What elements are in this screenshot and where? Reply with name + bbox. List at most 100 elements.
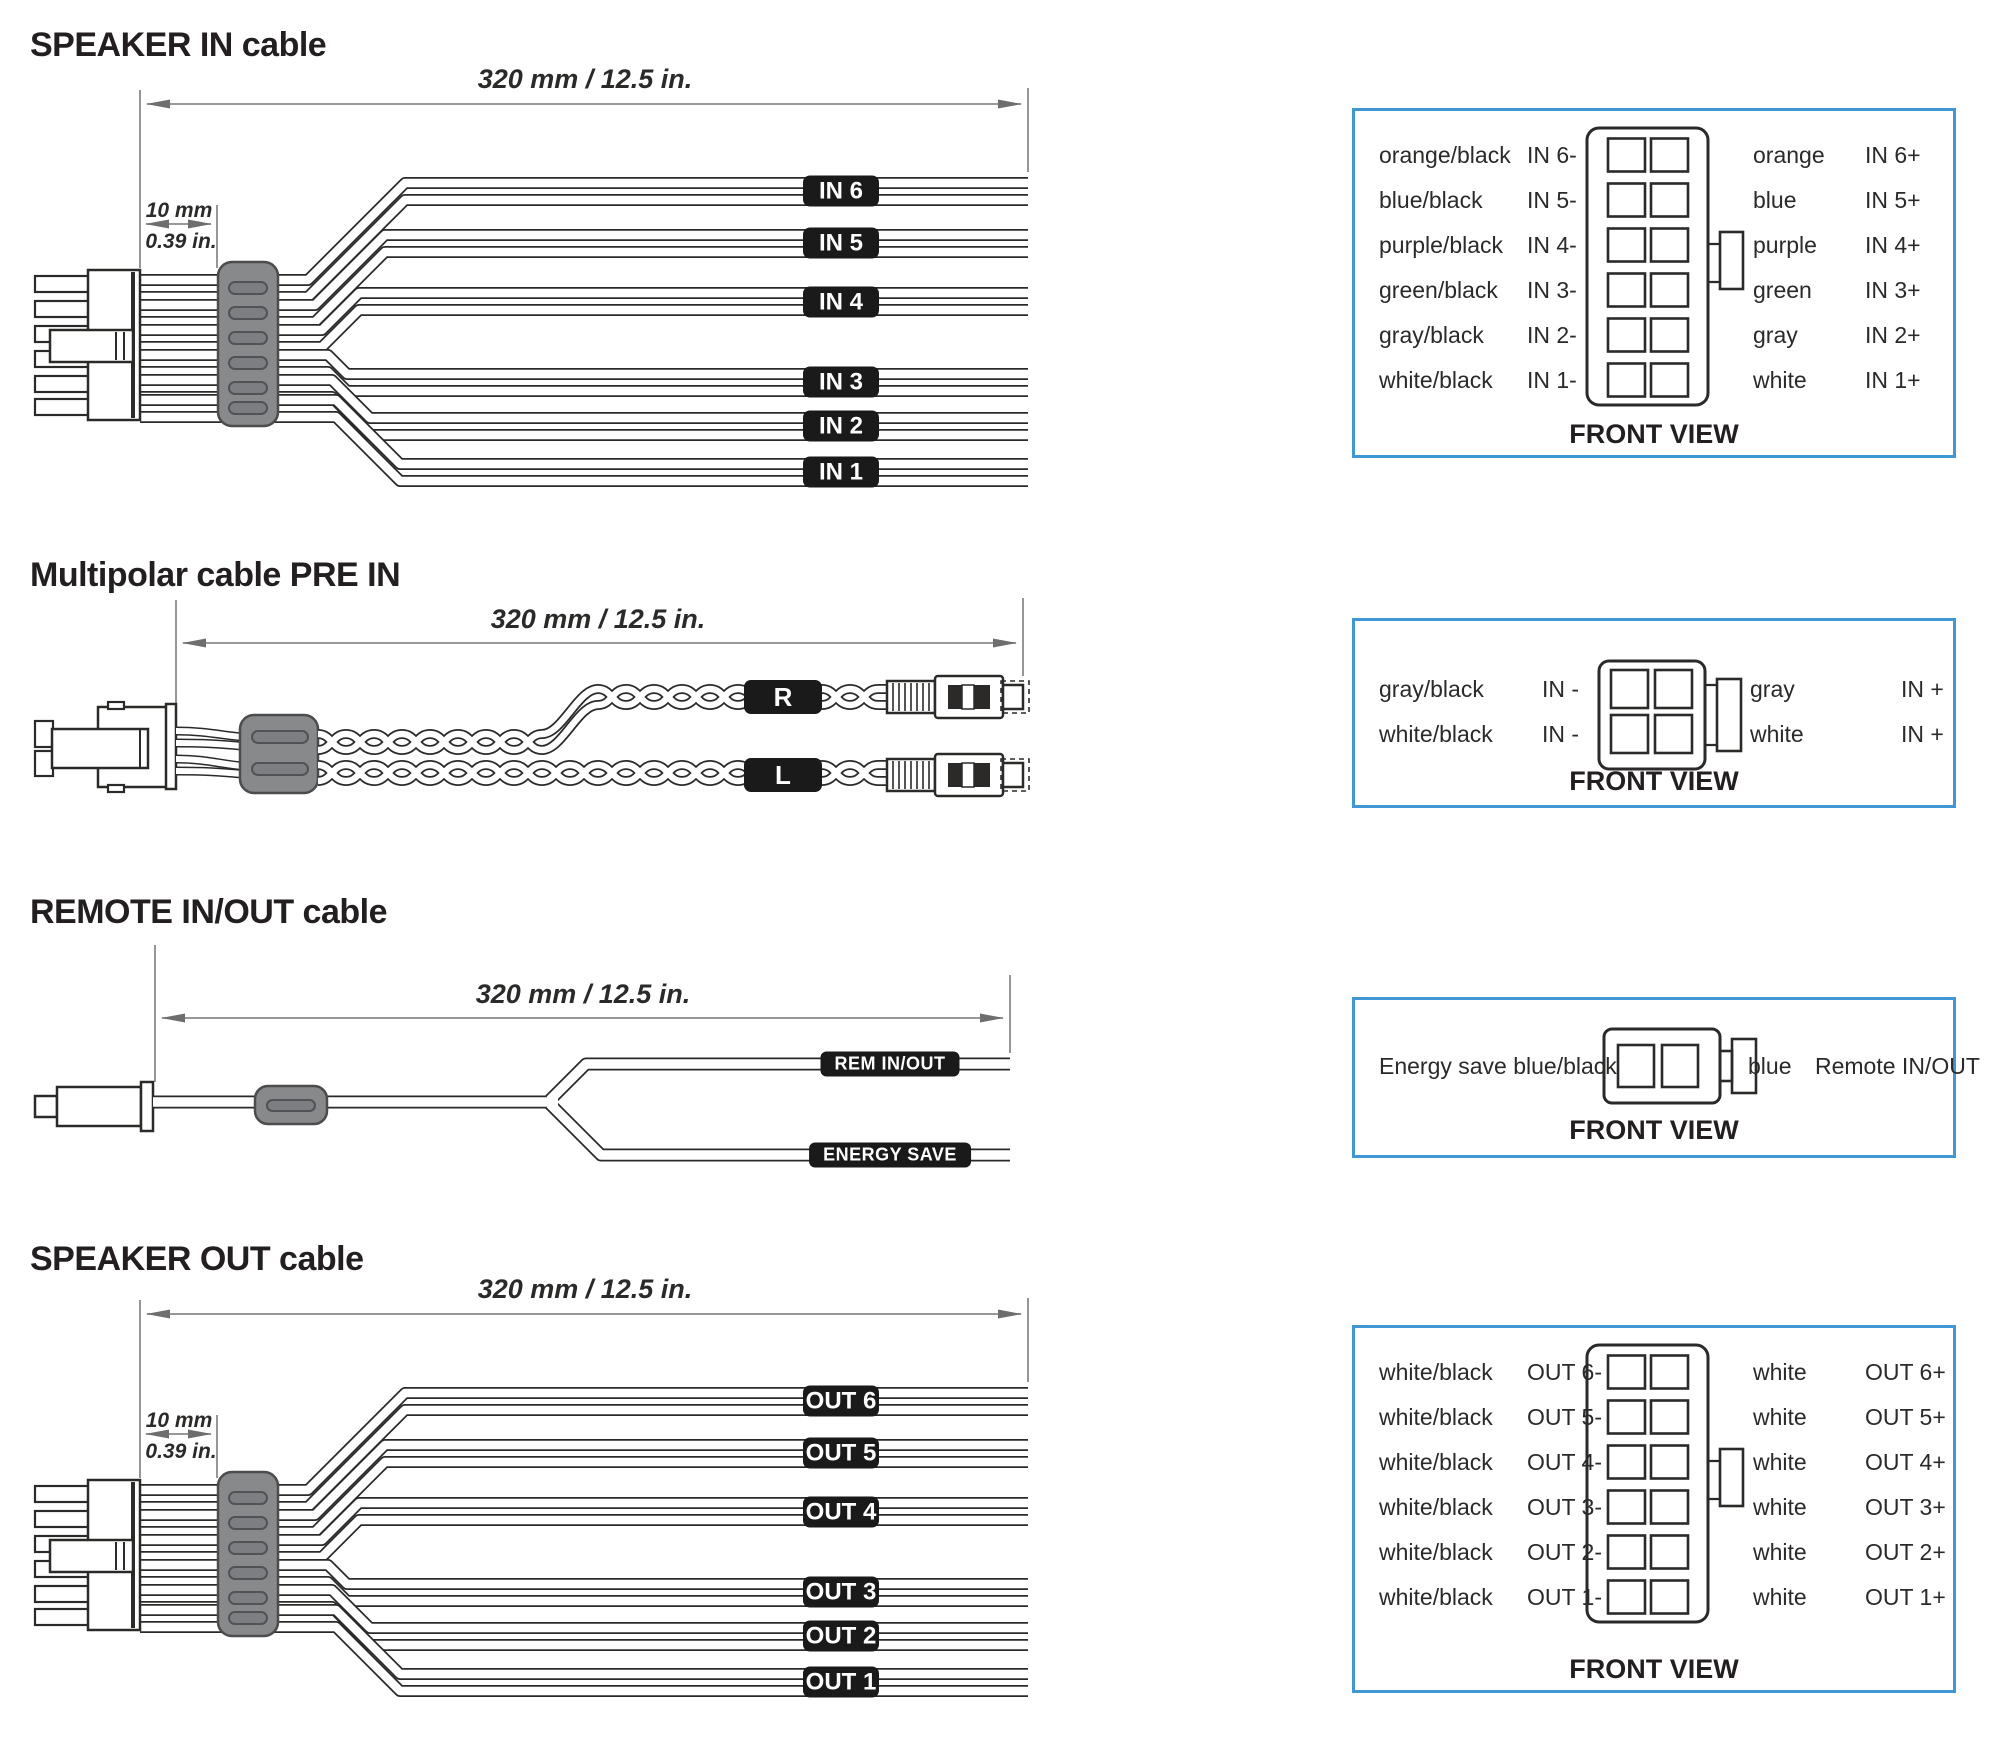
- wire-color: white/black: [1379, 1449, 1493, 1475]
- dim-offset-in-speaker-out: 0.39 in.: [145, 1440, 217, 1463]
- wire-color: white/black: [1379, 367, 1493, 393]
- wire-label-out-2: OUT 2: [803, 1620, 879, 1652]
- pin-label: IN +: [1901, 676, 1944, 702]
- wire-color: white: [1753, 367, 1807, 393]
- pin-label: OUT 5+: [1865, 1404, 1946, 1430]
- wire-label-in-2: IN 2: [803, 410, 879, 442]
- wire-color: white/black: [1379, 1494, 1493, 1520]
- pin-label: IN 2+: [1865, 322, 1921, 348]
- front-view-label: FRONT VIEW: [1569, 1654, 1739, 1684]
- pin-label: IN 5-: [1527, 187, 1577, 213]
- pin-label: OUT 1-: [1527, 1584, 1602, 1610]
- section-title-speaker-in: SPEAKER IN cable: [30, 26, 327, 64]
- wire-color: green: [1753, 277, 1812, 303]
- wire-color: white: [1753, 1539, 1807, 1565]
- speaker-out-drawing: [35, 1298, 1028, 1691]
- wire-color: white: [1753, 1404, 1807, 1430]
- wire-color: white: [1753, 1494, 1807, 1520]
- wire-color: white: [1750, 721, 1804, 747]
- pin-label: IN 4+: [1865, 232, 1921, 258]
- pin-label: IN 5+: [1865, 187, 1921, 213]
- wire-color: gray/black: [1379, 676, 1484, 702]
- wire-label-out-6: OUT 6: [803, 1385, 879, 1417]
- dim-offset-mm-speaker-out: 10 mm: [145, 1409, 213, 1432]
- dim-length-remote: 320 mm / 12.5 in.: [475, 979, 691, 1009]
- wire-color: purple/black: [1379, 232, 1504, 258]
- pinout-box-speaker-out: white/black OUT 6- white OUT 6+ white/black…: [1352, 1325, 1956, 1693]
- pin-label: IN 4-: [1527, 232, 1577, 258]
- pin-label: OUT 3-: [1527, 1494, 1602, 1520]
- wire-color: white/black: [1379, 721, 1493, 747]
- wire-color: Energy save blue/black: [1379, 1053, 1617, 1079]
- dim-length-pre-in: 320 mm / 12.5 in.: [490, 604, 706, 634]
- pin-label: IN 1+: [1865, 367, 1921, 393]
- wire-label-in-1: IN 1: [803, 456, 879, 488]
- pin-label: Remote IN/OUT: [1815, 1053, 1980, 1079]
- pin-label: OUT 6-: [1527, 1359, 1602, 1385]
- wire-color: gray/black: [1379, 322, 1484, 348]
- pin-label: IN 3+: [1865, 277, 1921, 303]
- front-view-label: FRONT VIEW: [1569, 1115, 1739, 1145]
- wire-label-r: R: [744, 680, 822, 714]
- pin-label: IN 2-: [1527, 322, 1577, 348]
- dim-length-speaker-out: 320 mm / 12.5 in.: [477, 1274, 693, 1304]
- wire-color: white/black: [1379, 1539, 1493, 1565]
- wire-color: white: [1753, 1449, 1807, 1475]
- pin-label: OUT 5-: [1527, 1404, 1602, 1430]
- wire-color: gray: [1753, 322, 1798, 348]
- dim-offset-in-speaker-in: 0.39 in.: [145, 230, 217, 253]
- wire-color: white/black: [1379, 1584, 1493, 1610]
- pin-label: IN +: [1901, 721, 1944, 747]
- pin-label: OUT 4+: [1865, 1449, 1946, 1475]
- dim-length-speaker-in: 320 mm / 12.5 in.: [477, 64, 693, 94]
- wire-label-out-3: OUT 3: [803, 1576, 879, 1608]
- front-view-label: FRONT VIEW: [1569, 419, 1739, 449]
- speaker-in-drawing: [35, 88, 1028, 481]
- wire-label-out-1: OUT 1: [803, 1666, 879, 1698]
- wire-color: orange/black: [1379, 142, 1511, 168]
- pin-label: OUT 1+: [1865, 1584, 1946, 1610]
- wire-color: white/black: [1379, 1359, 1493, 1385]
- pin-label: IN 6-: [1527, 142, 1577, 168]
- wire-label-in-4: IN 4: [803, 286, 879, 318]
- connector-front-view-4pin: [1597, 659, 1743, 771]
- wire-label-rem-in-out: REM IN/OUT: [820, 1051, 960, 1077]
- wire-label-out-5: OUT 5: [803, 1437, 879, 1469]
- connector-front-view-12pin: [1585, 126, 1745, 407]
- wire-color: purple: [1753, 232, 1817, 258]
- pin-label: OUT 4-: [1527, 1449, 1602, 1475]
- wire-label-l: L: [744, 758, 822, 792]
- pin-label: IN 6+: [1865, 142, 1921, 168]
- pin-label: IN 3-: [1527, 277, 1577, 303]
- pre-in-drawing: [33, 598, 1031, 798]
- wire-color: blue/black: [1379, 187, 1483, 213]
- pin-label: IN 1-: [1527, 367, 1577, 393]
- connector-front-view-12pin: [1585, 1343, 1745, 1624]
- section-title-remote: REMOTE IN/OUT cable: [30, 893, 388, 931]
- wire-label-in-6: IN 6: [803, 175, 879, 207]
- wire-label-out-4: OUT 4: [803, 1496, 879, 1528]
- section-title-pre-in: Multipolar cable PRE IN: [30, 556, 401, 594]
- wire-label-in-5: IN 5: [803, 227, 879, 259]
- section-title-speaker-out: SPEAKER OUT cable: [30, 1240, 364, 1278]
- connector-front-view-2pin: [1602, 1027, 1758, 1105]
- dim-offset-mm-speaker-in: 10 mm: [145, 199, 213, 222]
- remote-drawing: [33, 945, 1011, 1162]
- wire-color: white: [1753, 1359, 1807, 1385]
- pin-label: IN -: [1542, 721, 1580, 747]
- wire-color: white: [1753, 1584, 1807, 1610]
- wire-color: orange: [1753, 142, 1825, 168]
- wire-color: blue: [1753, 187, 1797, 213]
- pin-label: OUT 3+: [1865, 1494, 1946, 1520]
- wire-color: white/black: [1379, 1404, 1493, 1430]
- wire-label-in-3: IN 3: [803, 366, 879, 398]
- wire-label-energy-save: ENERGY SAVE: [809, 1142, 971, 1168]
- pin-label: OUT 6+: [1865, 1359, 1946, 1385]
- front-view-label: FRONT VIEW: [1569, 766, 1739, 796]
- pin-label: OUT 2+: [1865, 1539, 1946, 1565]
- wire-color: gray: [1750, 676, 1795, 702]
